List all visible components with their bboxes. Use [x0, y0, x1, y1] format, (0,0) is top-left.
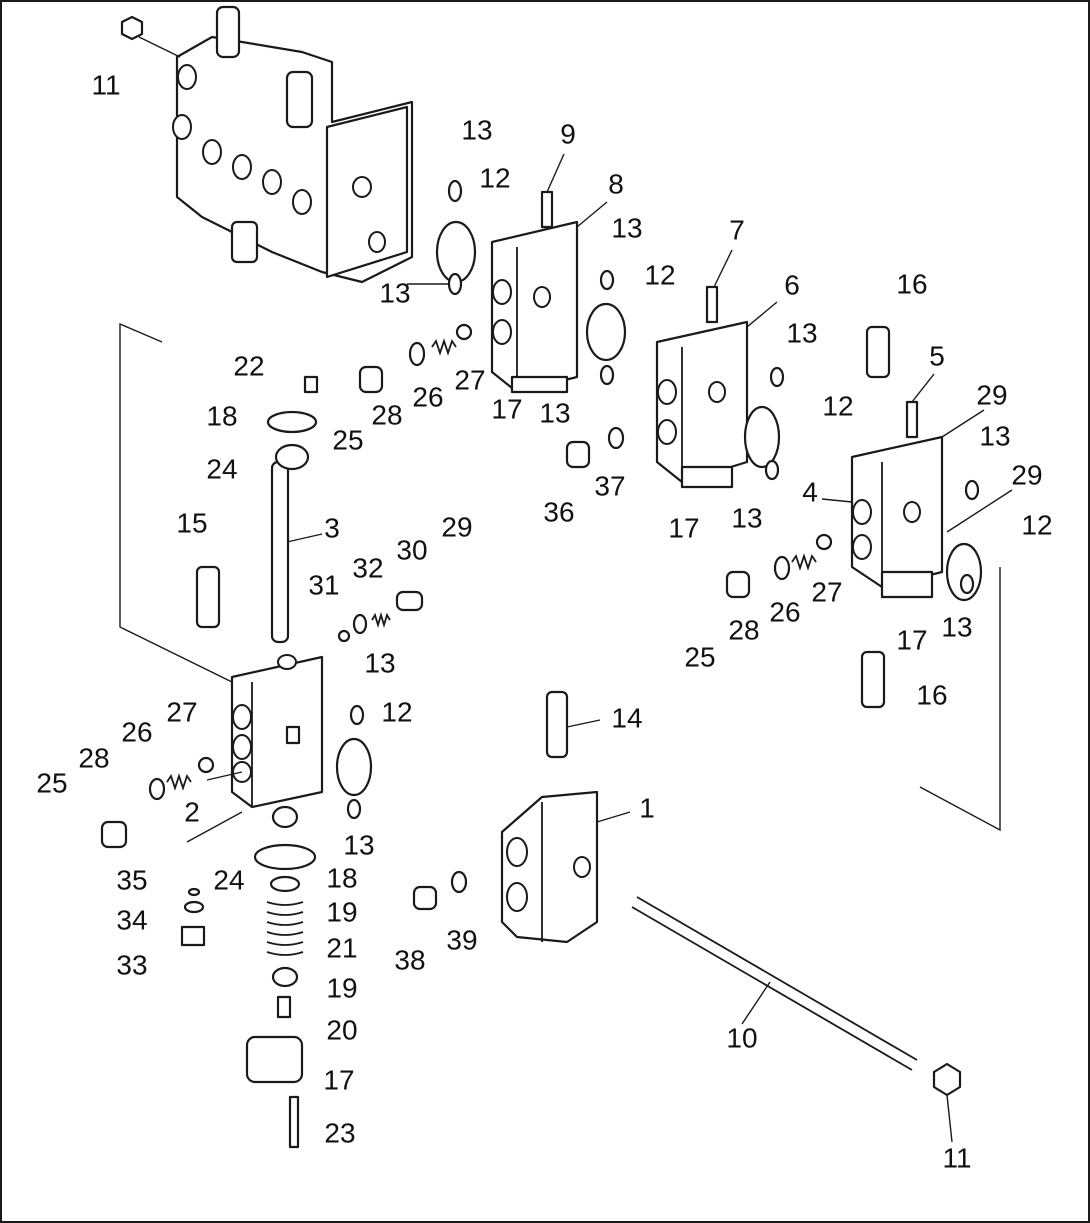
- callout-37: 37: [594, 470, 625, 501]
- callout-6: 6: [784, 269, 800, 300]
- callout-20: 20: [326, 1014, 357, 1045]
- callout-10: 10: [726, 1022, 757, 1053]
- callout-12-b: 12: [644, 259, 675, 290]
- callout-15: 15: [176, 507, 207, 538]
- callout-12-d: 12: [1021, 509, 1052, 540]
- callout-28-a: 28: [371, 399, 402, 430]
- tie-bolt-10: [631, 896, 918, 1071]
- callout-17-d: 17: [323, 1064, 354, 1095]
- callout-1: 1: [639, 792, 655, 823]
- callout-25-b: 25: [684, 641, 715, 672]
- callout-31: 31: [308, 569, 339, 600]
- callout-29-c: 29: [1011, 459, 1042, 490]
- callout-34: 34: [116, 904, 147, 935]
- callout-27-b: 27: [811, 576, 842, 607]
- callout-12-c: 12: [822, 390, 853, 421]
- callout-29-b: 29: [976, 379, 1007, 410]
- callout-14: 14: [611, 702, 642, 733]
- callout-13-a: 13: [461, 114, 492, 145]
- callout-13-h: 13: [941, 611, 972, 642]
- section-guide-lines: [119, 322, 1001, 832]
- callout-5: 5: [929, 340, 945, 371]
- callout-32: 32: [352, 552, 383, 583]
- callout-28-c: 28: [78, 742, 109, 773]
- callout-7: 7: [729, 214, 745, 245]
- callout-38: 38: [394, 944, 425, 975]
- callout-27-a: 27: [454, 364, 485, 395]
- callout-21: 21: [326, 932, 357, 963]
- callout-25-c: 25: [36, 767, 67, 798]
- callout-17-a: 17: [491, 393, 522, 424]
- valve-section-1: [500, 690, 599, 944]
- leader-lines: [138, 36, 1013, 1143]
- callout-16-b: 16: [916, 679, 947, 710]
- callout-13-i: 13: [364, 647, 395, 678]
- callout-13-c: 13: [611, 212, 642, 243]
- callout-18-a: 18: [206, 400, 237, 431]
- callout-4: 4: [802, 476, 818, 507]
- callout-13-e: 13: [786, 317, 817, 348]
- callout-11-top: 11: [91, 69, 120, 100]
- callout-8: 8: [608, 168, 624, 199]
- callout-26-b: 26: [769, 596, 800, 627]
- callout-24-b: 24: [213, 864, 244, 895]
- callout-18-b: 18: [326, 862, 357, 893]
- callout-3: 3: [324, 512, 340, 543]
- valve-section-2: [195, 375, 324, 809]
- callout-16-a: 16: [896, 268, 927, 299]
- callout-13-g: 13: [979, 420, 1010, 451]
- callout-19-a: 19: [326, 896, 357, 927]
- callout-12-e: 12: [381, 696, 412, 727]
- callout-9: 9: [560, 118, 576, 149]
- plugs-and-seals: [100, 323, 833, 911]
- callout-29-a: 29: [441, 511, 472, 542]
- callout-27-c: 27: [166, 696, 197, 727]
- callout-17-b: 17: [668, 512, 699, 543]
- callout-13-b: 13: [379, 277, 410, 308]
- callout-33: 33: [116, 949, 147, 980]
- callout-22: 22: [233, 350, 264, 381]
- callout-13-j: 13: [343, 829, 374, 860]
- nut-11-bottom: [932, 1062, 962, 1097]
- callout-24-a: 24: [206, 453, 237, 484]
- callout-26-a: 26: [412, 381, 443, 412]
- valve-assembly: [172, 5, 414, 284]
- callout-11-bottom: 11: [942, 1142, 971, 1173]
- spring-stack: [180, 805, 317, 1149]
- callout-19-b: 19: [326, 972, 357, 1003]
- callout-labels: 1 2 3 4 5 6 7 8 9 10 11 11 12 12 12 12 1…: [36, 69, 1052, 1173]
- callout-35: 35: [116, 864, 147, 895]
- callout-28-b: 28: [728, 614, 759, 645]
- callout-13-d: 13: [539, 397, 570, 428]
- callout-36: 36: [543, 496, 574, 527]
- callout-25-a: 25: [332, 424, 363, 455]
- nut-11-top: [120, 15, 144, 41]
- valve-section-6: [655, 285, 749, 489]
- callout-17-c: 17: [896, 624, 927, 655]
- valve-section-8: [490, 190, 579, 394]
- rings: [335, 179, 983, 820]
- callout-2: 2: [184, 796, 200, 827]
- callout-26-c: 26: [121, 716, 152, 747]
- callout-12-a: 12: [479, 162, 510, 193]
- callout-30: 30: [396, 534, 427, 565]
- callout-13-f: 13: [731, 502, 762, 533]
- callout-39: 39: [446, 924, 477, 955]
- callout-23: 23: [324, 1117, 355, 1148]
- valve-section-4: [850, 325, 944, 709]
